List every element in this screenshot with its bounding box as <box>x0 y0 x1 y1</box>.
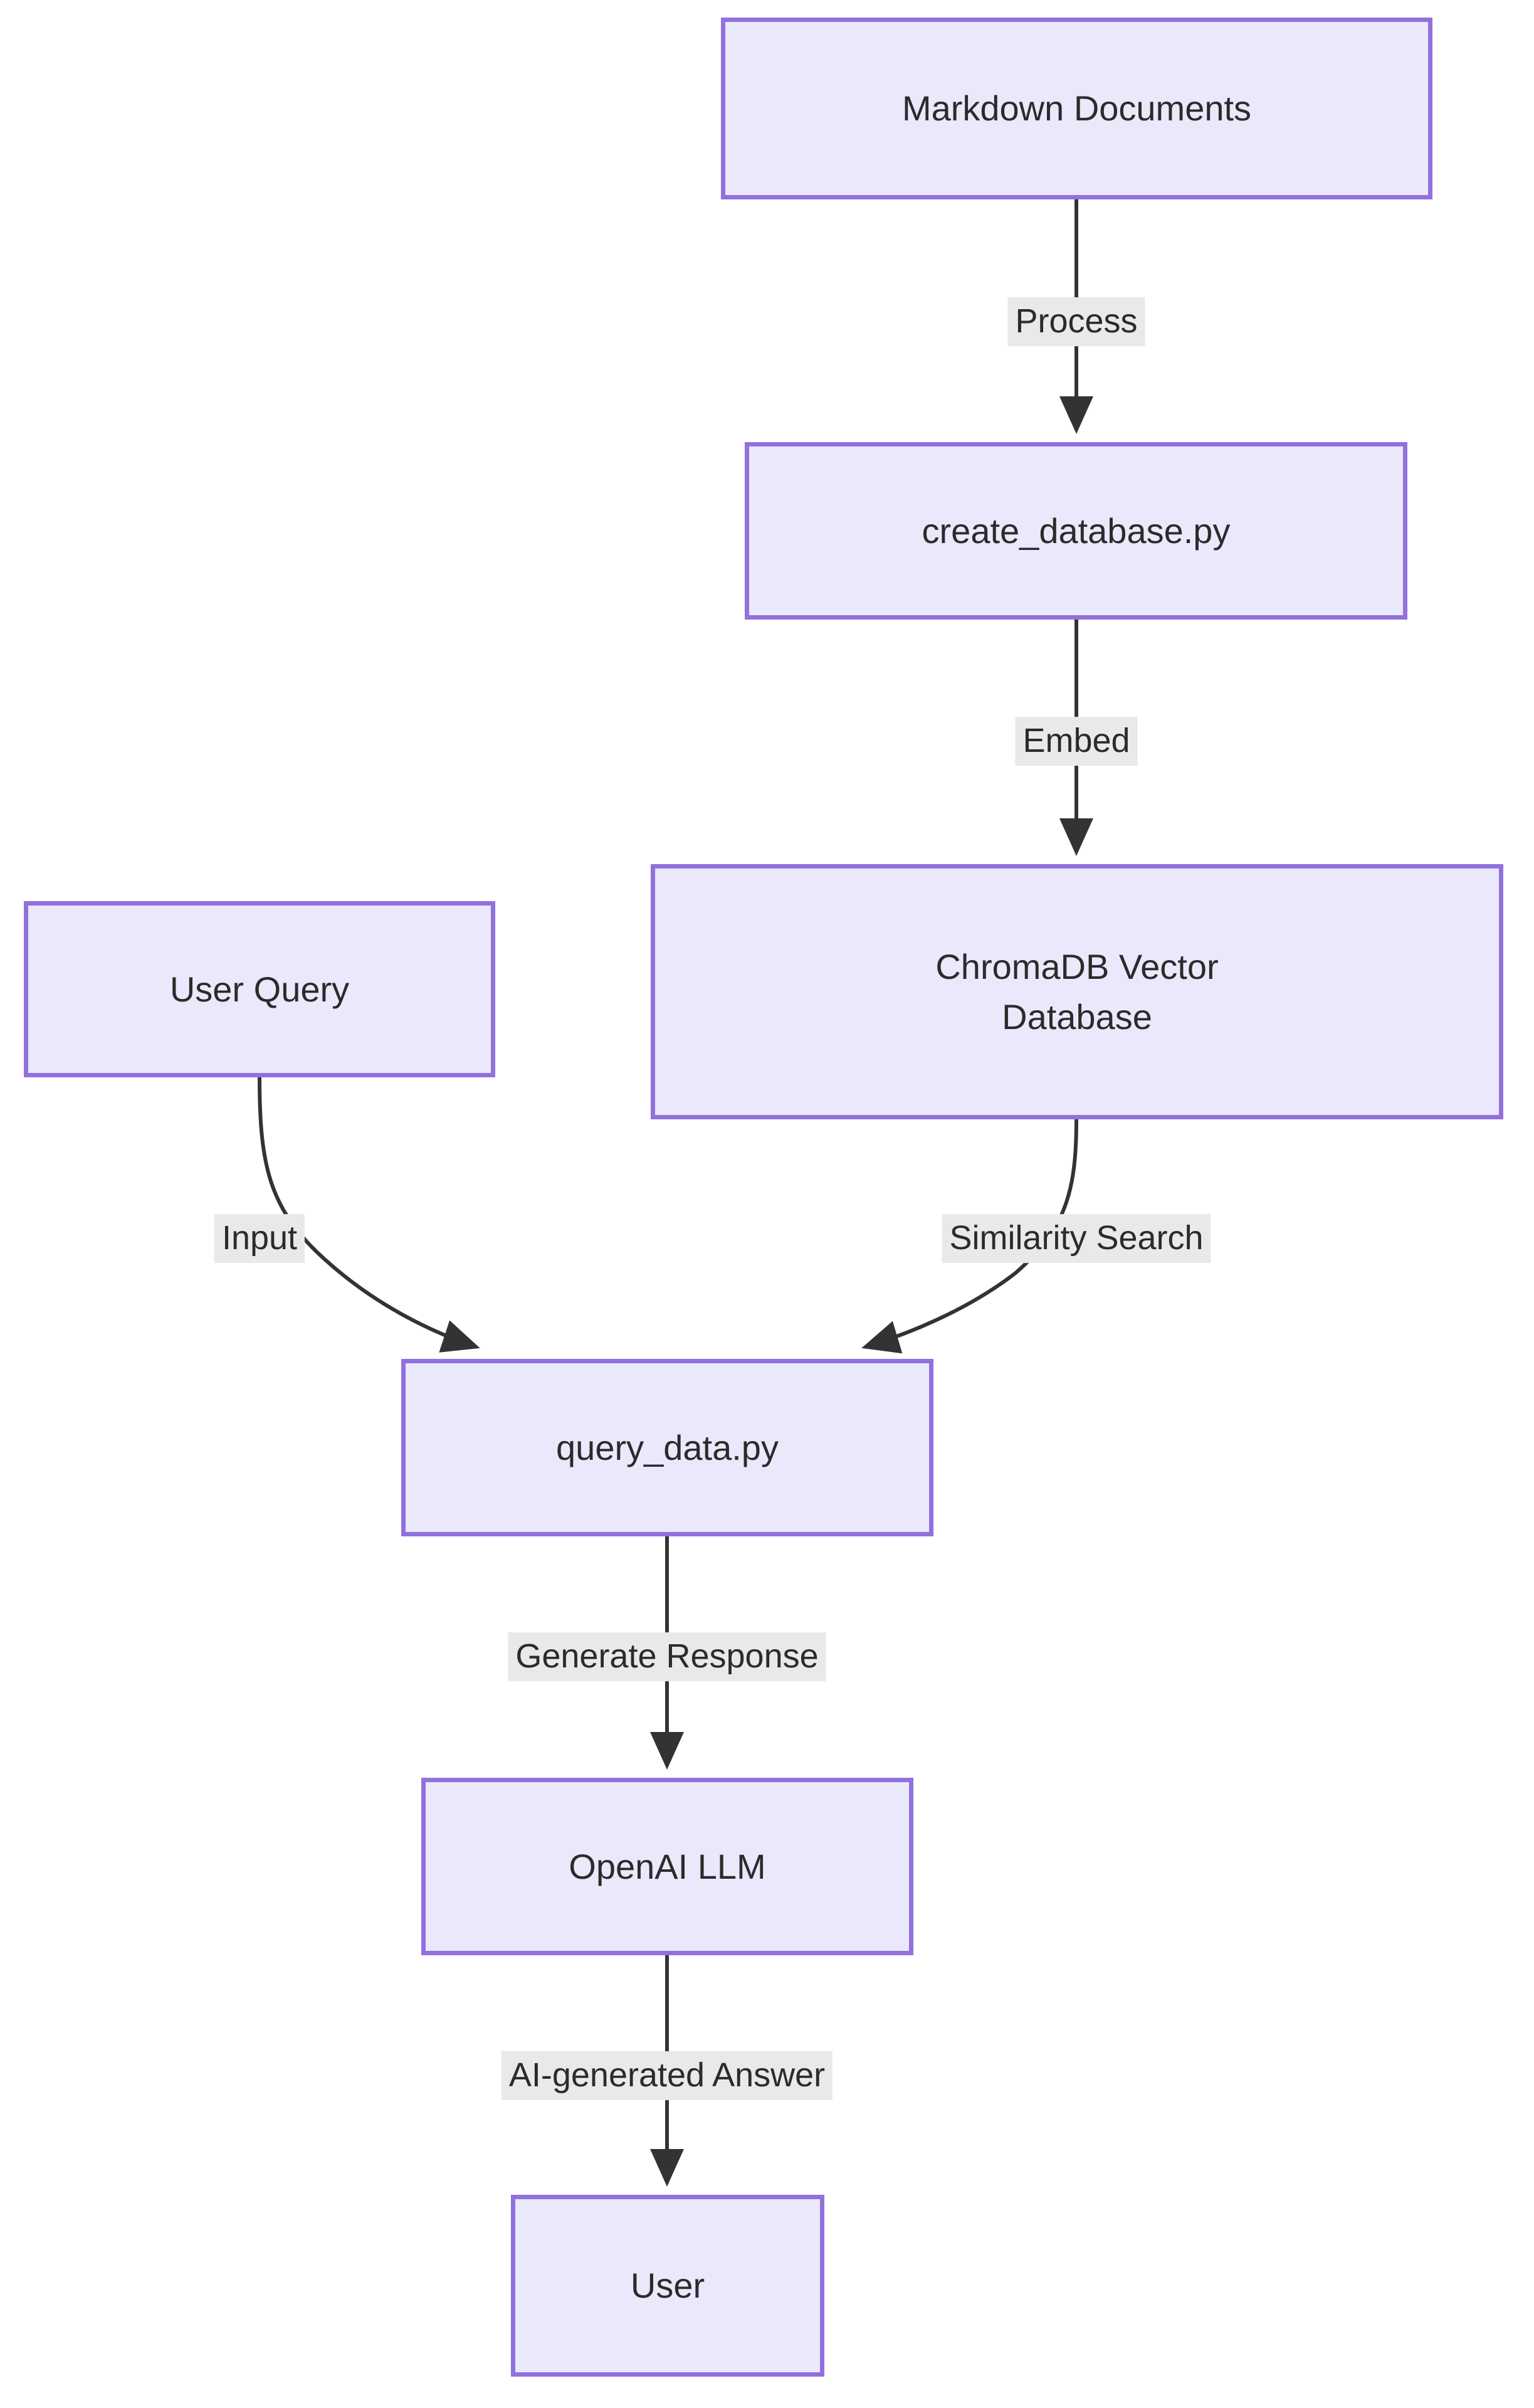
node-openai-llm[interactable]: OpenAI LLM <box>421 1778 913 1955</box>
edge-label-process: Process <box>1007 297 1145 346</box>
edge-label-generate-response: Generate Response <box>508 1632 826 1681</box>
node-label-create-database: create_database.py <box>922 510 1231 551</box>
node-label-markdown-documents: Markdown Documents <box>901 88 1252 129</box>
node-chromadb-vector-database[interactable]: ChromaDB Vector Database <box>651 864 1503 1119</box>
edge-label-embed: Embed <box>1015 717 1138 766</box>
node-create-database[interactable]: create_database.py <box>745 442 1407 620</box>
node-markdown-documents[interactable]: Markdown Documents <box>721 18 1432 199</box>
node-label-query-data: query_data.py <box>556 1427 779 1467</box>
edge-path-input <box>258 1077 480 1353</box>
node-label-chromadb-vector-database: ChromaDB Vector Database <box>935 946 1219 1037</box>
node-label-user-query: User Query <box>169 969 350 1009</box>
edge-label-ai-generated-answer: AI-generated Answer <box>501 2051 833 2100</box>
edge-label-input: Input <box>214 1214 305 1263</box>
edge-label-similarity-search: Similarity Search <box>942 1214 1211 1263</box>
node-label-user: User <box>630 2266 705 2306</box>
node-user-query[interactable]: User Query <box>24 901 495 1077</box>
edge-path-similarity-search <box>861 1119 1078 1354</box>
node-user[interactable]: User <box>511 2195 824 2377</box>
node-label-openai-llm: OpenAI LLM <box>569 1846 766 1886</box>
node-query-data[interactable]: query_data.py <box>401 1359 933 1536</box>
